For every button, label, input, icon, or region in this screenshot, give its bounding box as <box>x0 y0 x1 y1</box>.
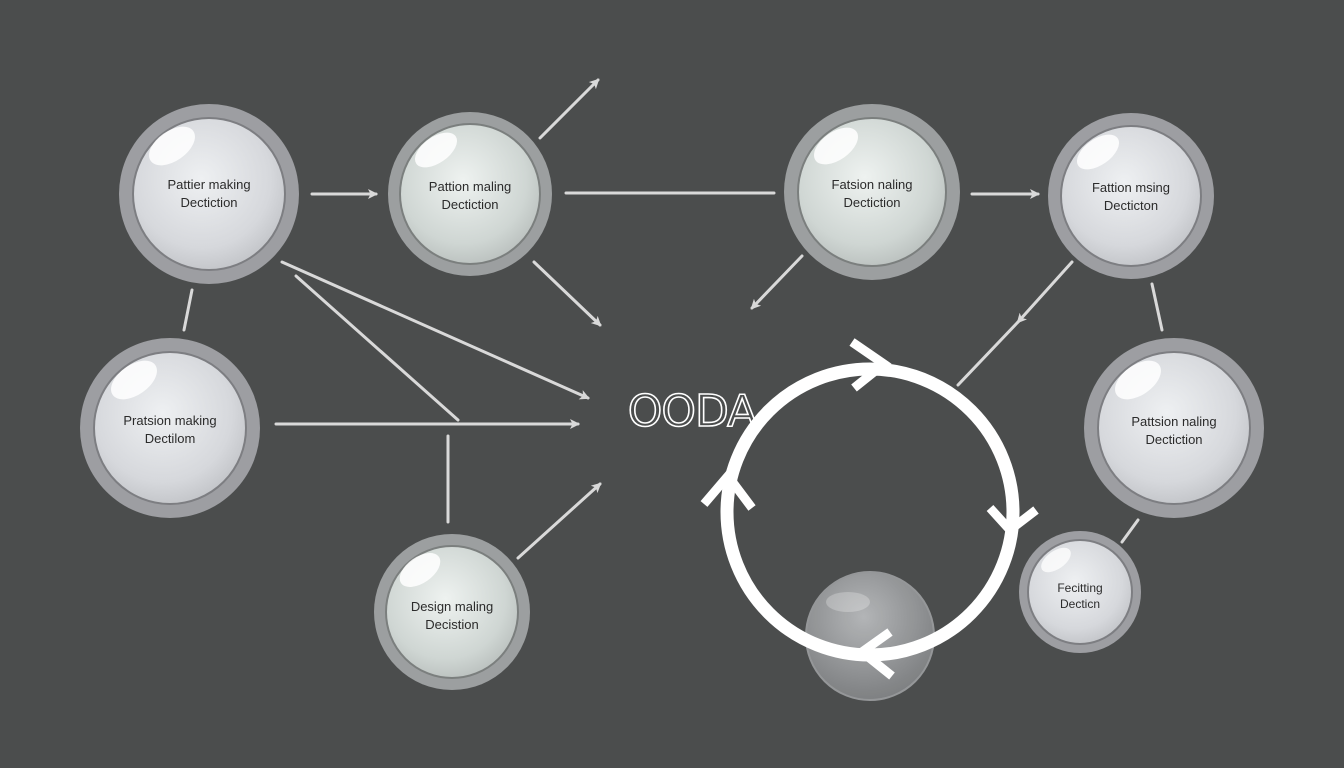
node-highlight <box>399 553 441 587</box>
connector-n7-n8 <box>1120 518 1140 544</box>
center-title: OODA <box>628 386 757 437</box>
ooda-cycle <box>700 338 1039 701</box>
node-label-line2: Dectiction <box>843 195 900 210</box>
node-label-line1: Fatsion naling <box>832 177 913 192</box>
connector-n1-n5 <box>182 288 194 332</box>
node-highlight <box>414 132 458 168</box>
node-label-line2: Dectiction <box>1145 432 1202 447</box>
node-n7: Pattsion naling Dectiction <box>1084 338 1264 518</box>
connector-n6-center <box>516 482 602 560</box>
node-n2: Pattion maling Dectiction <box>388 112 552 276</box>
node-body <box>399 123 541 265</box>
node-n3: Fatsion naling Dectiction <box>784 104 960 280</box>
node-n4: Fattion msing Decticton <box>1048 113 1214 279</box>
cycle-arrow-icon <box>986 504 1039 537</box>
cycle-arrow-icon <box>849 338 892 392</box>
node-highlight <box>1041 547 1071 573</box>
cycle-arrow-icon <box>700 468 756 511</box>
connector-n4-n7 <box>1150 282 1164 332</box>
cycle-glass-highlight <box>826 592 870 612</box>
node-label-line2: Decticton <box>1104 198 1158 213</box>
node-label-line1: Pratsion making <box>123 413 216 428</box>
node-body <box>93 351 247 505</box>
connector-n4-down <box>1016 260 1074 324</box>
node-label-line1: Pattier making <box>167 177 250 192</box>
node-label-line1: Fecitting <box>1057 581 1102 595</box>
node-label-line1: Pattsion naling <box>1131 414 1216 429</box>
node-highlight <box>814 127 858 165</box>
connector-n1-center <box>280 260 590 400</box>
node-label-line2: Decticn <box>1060 597 1100 611</box>
node-highlight <box>1076 134 1120 170</box>
connector-n1-junction <box>294 274 460 422</box>
node-n1: Pattier making Dectiction <box>119 104 299 284</box>
node-label-line1: Design maling <box>411 599 493 614</box>
node-label-line2: Dectilom <box>145 431 196 446</box>
node-label-line2: Dectiction <box>441 197 498 212</box>
node-n6: Design maling Decistion <box>374 534 530 690</box>
cycle-arrow-icon <box>854 628 895 680</box>
node-label-line1: Pattion maling <box>429 179 511 194</box>
connector-to-cycle <box>956 320 1020 387</box>
node-label-line1: Fattion msing <box>1092 180 1170 195</box>
node-body <box>1060 125 1202 267</box>
cycle-glass-bubble <box>805 571 935 701</box>
node-label-line2: Decistion <box>425 617 478 632</box>
node-n8: Fecitting Decticn <box>1019 531 1141 653</box>
node-label-line2: Dectiction <box>180 195 237 210</box>
connector-n2-down <box>532 260 602 327</box>
connectors <box>182 78 1164 560</box>
connector-n2-up <box>538 78 600 140</box>
node-highlight <box>149 126 195 166</box>
node-highlight <box>111 360 157 400</box>
connector-n3-down <box>750 254 804 310</box>
node-highlight <box>1115 360 1161 400</box>
node-n5: Pratsion making Dectilom <box>80 338 260 518</box>
node-body <box>797 117 947 267</box>
